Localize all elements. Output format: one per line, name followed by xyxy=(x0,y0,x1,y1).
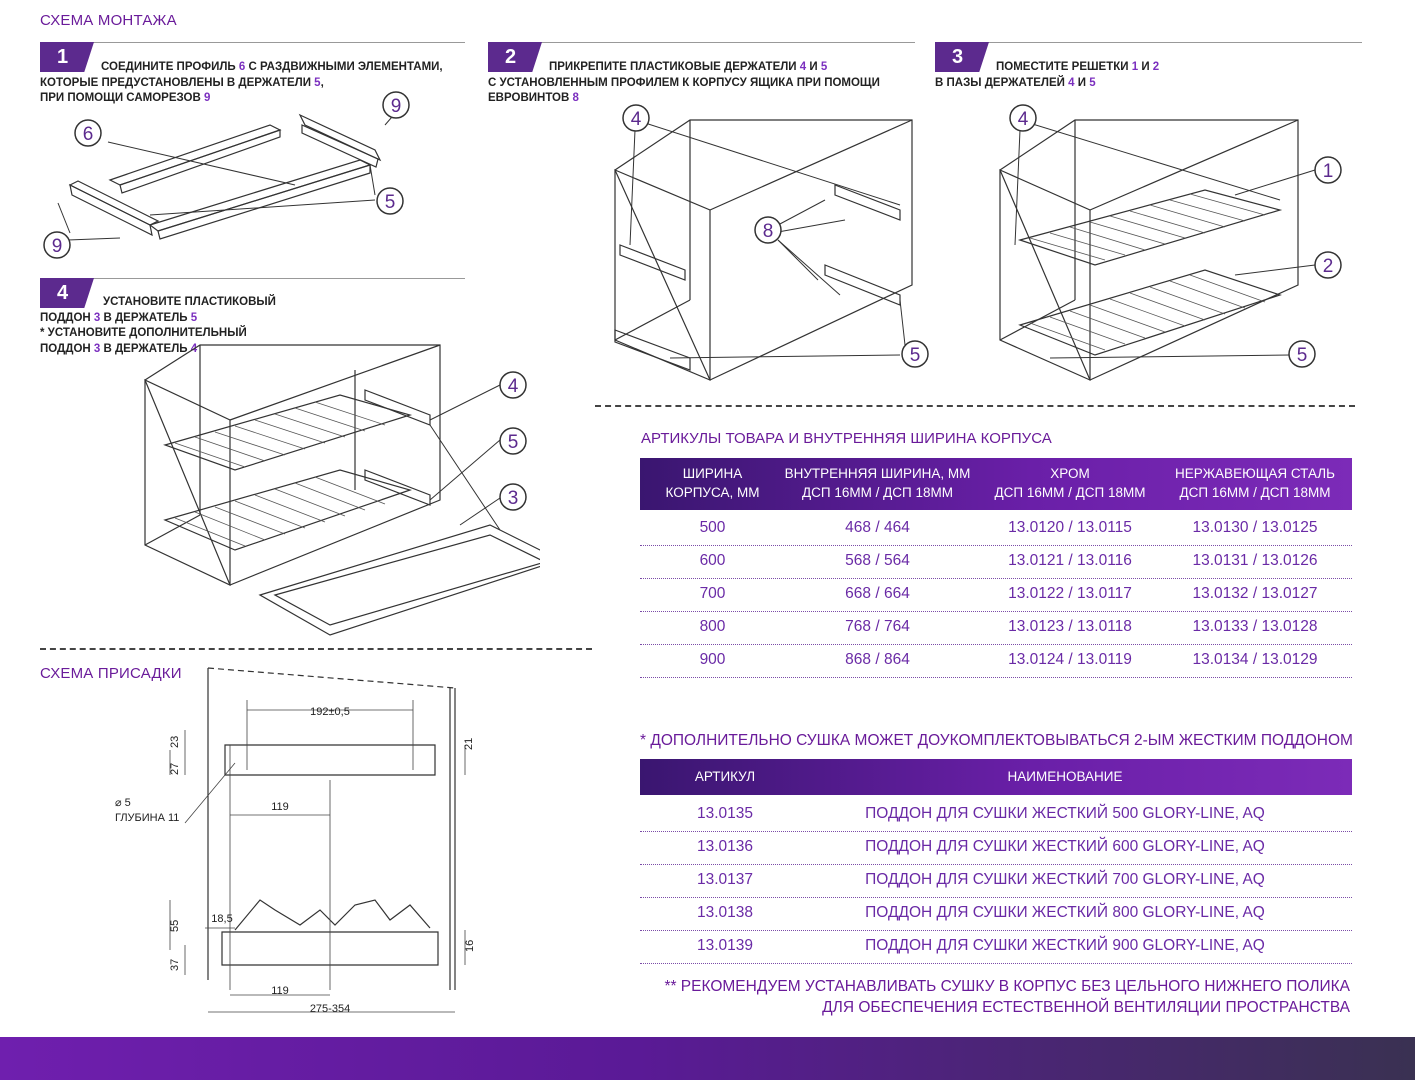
step4-rule xyxy=(40,278,465,279)
callout-2: 2 xyxy=(1323,256,1334,277)
callout-9-bottom: 9 xyxy=(52,236,63,257)
callout-5: 5 xyxy=(1297,345,1308,366)
drill-diagram: 192±0,5 23 27 21 ⌀ 5 ГЛУБИНА 11 119 55 1… xyxy=(115,667,476,1015)
step1-line2: которые предустановлены в держатели 5, xyxy=(40,76,324,89)
tray-header: АРТИКУЛ НАИМЕНОВАНИЕ xyxy=(640,759,1352,795)
tray-note: * ДОПОЛНИТЕЛЬНО СУШКА МОЖЕТ ДОУКОМПЛЕКТО… xyxy=(640,732,1353,749)
dim-27: 27 xyxy=(169,763,181,775)
step2-line3: евровинтов 8 xyxy=(488,92,579,104)
dim-depth: ГЛУБИНА 11 xyxy=(115,812,179,824)
footer-bar xyxy=(0,1037,1415,1080)
callout-5: 5 xyxy=(508,432,519,453)
step3-badge: 3 xyxy=(935,42,989,72)
step1-text: Соедините профиль 6 с раздвижными элемен… xyxy=(40,60,470,107)
col-article: АРТИКУЛ xyxy=(694,769,756,784)
callout-4: 4 xyxy=(508,376,519,397)
footnote-line2: ДЛЯ ОБЕСПЕЧЕНИЯ ЕСТЕСТВЕННОЙ ВЕНТИЛЯЦИИ … xyxy=(822,999,1350,1016)
callout-5: 5 xyxy=(385,192,396,213)
step2-text: Прикрепите пластиковые держатели 4 и 5 с… xyxy=(488,60,918,107)
callout-6: 6 xyxy=(83,124,94,145)
dim-55: 55 xyxy=(169,920,181,932)
separator-left xyxy=(40,648,592,650)
step3-line1: Поместите решетки 1 и 2 xyxy=(996,61,1160,73)
table-row: 700 668 / 664 13.0122 / 13.0117 13.0132 … xyxy=(640,579,1352,612)
table-row: 800 768 / 764 13.0123 / 13.0118 13.0133 … xyxy=(640,612,1352,645)
step1-rule xyxy=(40,42,465,43)
footnote: ** РЕКОМЕНДУЕМ УСТАНАВЛИВАТЬ СУШКУ В КОР… xyxy=(640,976,1350,1018)
step2-rule xyxy=(488,42,915,43)
step2-line1: Прикрепите пластиковые держатели 4 и 5 xyxy=(549,61,828,73)
separator-right xyxy=(595,405,1355,407)
dim-21: 21 xyxy=(463,738,475,750)
table-row: 13.0137 ПОДДОН ДЛЯ СУШКИ ЖЕСТКИЙ 700 GLO… xyxy=(640,865,1352,898)
footnote-line1: ** РЕКОМЕНДУЕМ УСТАНАВЛИВАТЬ СУШКУ В КОР… xyxy=(664,978,1350,995)
dim-18-5: 18,5 xyxy=(211,913,232,925)
dim-hole: ⌀ 5 xyxy=(115,797,131,809)
callout-6-circle xyxy=(74,119,102,147)
table-row: 13.0139 ПОДДОН ДЛЯ СУШКИ ЖЕСТКИЙ 900 GLO… xyxy=(640,931,1352,964)
step4-line3: * установите дополнительный xyxy=(40,327,247,339)
table-row: 500 468 / 464 13.0120 / 13.0115 13.0130 … xyxy=(640,513,1352,546)
dim-275: 275-354 xyxy=(310,1003,350,1015)
dim-16: 16 xyxy=(464,940,476,952)
step2-line2: с установленным профилем к корпусу ящика… xyxy=(488,76,880,89)
callout-4: 4 xyxy=(631,109,642,130)
callout-8: 8 xyxy=(763,221,774,242)
step1-diagram: 6 9 5 9 xyxy=(43,91,410,259)
drill-title: СХЕМА ПРИСАДКИ xyxy=(40,665,182,682)
col-name: НАИМЕНОВАНИЕ xyxy=(1007,769,1123,784)
dim-37: 37 xyxy=(169,959,181,971)
table-row: 13.0136 ПОДДОН ДЛЯ СУШКИ ЖЕСТКИЙ 600 GLO… xyxy=(640,832,1352,865)
table-row: 600 568 / 564 13.0121 / 13.0116 13.0131 … xyxy=(640,546,1352,579)
dim-23: 23 xyxy=(169,736,181,748)
table-row: 13.0135 ПОДДОН ДЛЯ СУШКИ ЖЕСТКИЙ 500 GLO… xyxy=(640,799,1352,832)
step2-badge: 2 xyxy=(488,42,542,72)
callout-9-top: 9 xyxy=(391,96,402,117)
callout-5: 5 xyxy=(910,345,921,366)
step4-line2: поддон 3 в держатель 5 xyxy=(40,311,198,324)
step1-badge: 1 xyxy=(40,42,94,72)
table-row: 900 868 / 864 13.0124 / 13.0119 13.0134 … xyxy=(640,645,1352,678)
step4-text: Установите пластиковый поддон 3 в держат… xyxy=(40,295,340,357)
callout-4: 4 xyxy=(1018,109,1029,130)
step3-diagram: 4 1 2 5 xyxy=(999,104,1342,381)
callout-3: 3 xyxy=(508,488,519,509)
dim-119-top: 119 xyxy=(271,801,289,813)
step2-diagram: 4 8 5 xyxy=(614,104,929,381)
callout-1: 1 xyxy=(1323,161,1334,182)
step3-line2: в пазы держателей 4 и 5 xyxy=(935,76,1096,89)
table-row: 13.0138 ПОДДОН ДЛЯ СУШКИ ЖЕСТКИЙ 800 GLO… xyxy=(640,898,1352,931)
step4-badge: 4 xyxy=(40,278,94,308)
step1-line3: при помощи саморезов 9 xyxy=(40,92,211,104)
step3-rule xyxy=(935,42,1362,43)
step4-diagram: 4 5 3 xyxy=(144,344,540,636)
mount-title: СХЕМА МОНТАЖА xyxy=(40,12,177,29)
step3-text: Поместите решетки 1 и 2 в пазы держателе… xyxy=(935,60,1365,91)
articles-title: АРТИКУЛЫ ТОВАРА И ВНУТРЕННЯЯ ШИРИНА КОРП… xyxy=(641,430,1052,447)
step1-line1: Соедините профиль 6 с раздвижными элемен… xyxy=(101,61,443,73)
dim-119-bottom: 119 xyxy=(271,985,289,997)
step4-line1: Установите пластиковый xyxy=(103,296,276,308)
dim-192: 192±0,5 xyxy=(310,706,350,718)
